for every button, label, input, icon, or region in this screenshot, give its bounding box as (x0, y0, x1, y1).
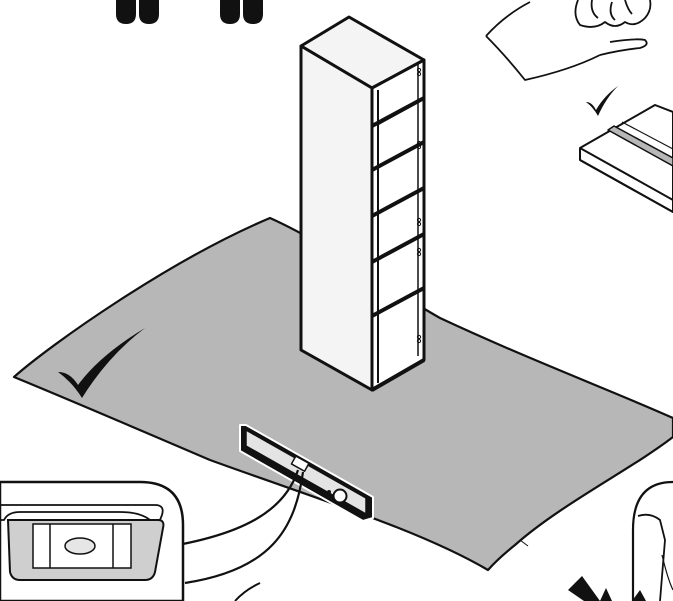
floor-panel-icon (580, 105, 673, 212)
shelf-unit-icon (301, 17, 424, 390)
partial-figure-icon (568, 576, 646, 601)
wall-detail-icon (633, 482, 673, 601)
people-group-icon (116, 0, 263, 24)
gloves-icon (486, 0, 650, 80)
checkmark-icon (586, 86, 618, 116)
level-bubble-detail-icon (0, 482, 260, 601)
